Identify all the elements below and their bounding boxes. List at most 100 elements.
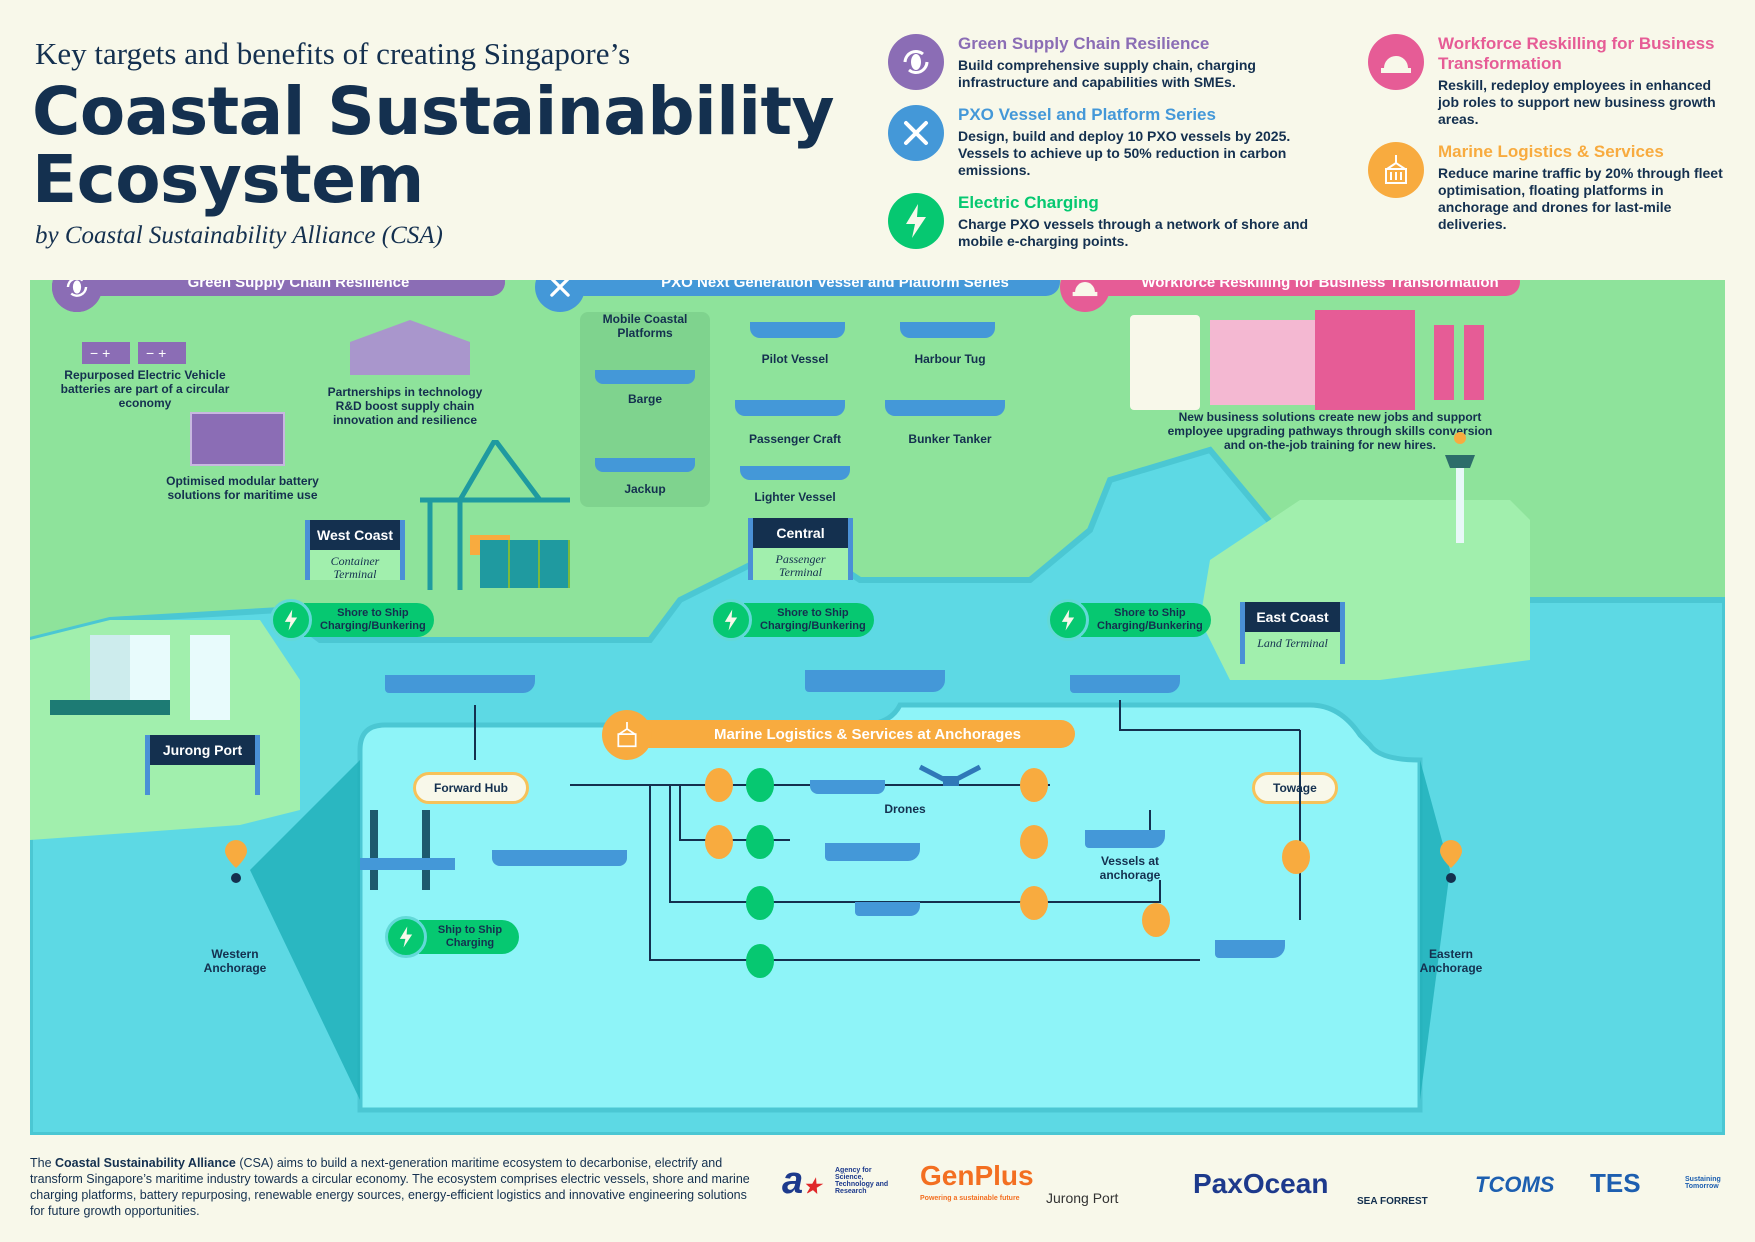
vessel-at-anchorage-icon bbox=[1085, 830, 1165, 848]
lighter-vessel-icon bbox=[740, 466, 850, 480]
paxocean-logo: PaxOcean bbox=[1193, 1168, 1329, 1199]
footer-lead: The bbox=[30, 1156, 56, 1170]
passenger-craft-icon bbox=[805, 670, 945, 692]
charging-label: Shore to Ship Charging/Bunkering bbox=[744, 603, 874, 637]
charging-label: Shore to Ship Charging/Bunkering bbox=[304, 603, 434, 637]
leaf-cycle-icon bbox=[888, 34, 944, 90]
svg-text:− +: − + bbox=[146, 345, 166, 361]
vessel-label: Pilot Vessel bbox=[761, 352, 829, 366]
lightning-icon bbox=[385, 916, 427, 958]
terminal-name: Jurong Port bbox=[150, 735, 255, 765]
lightning-chip-icon bbox=[746, 768, 774, 802]
container-chip-icon bbox=[1020, 825, 1048, 859]
legend-title: Electric Charging bbox=[958, 193, 1099, 212]
banner-marine: Marine Logistics & Services at Anchorage… bbox=[630, 720, 1075, 748]
charging-label: Ship to Ship Charging bbox=[419, 920, 519, 954]
control-tower-icon bbox=[1440, 430, 1480, 550]
harbour-tug-icon bbox=[1215, 940, 1285, 958]
lighter-vessel-icon bbox=[825, 843, 920, 861]
banner-pxo: PXO Next Generation Vessel and Platform … bbox=[570, 280, 1060, 296]
tes-logo: TES bbox=[1590, 1168, 1641, 1198]
workforce-caption: New business solutions create new jobs a… bbox=[1167, 410, 1493, 452]
battery-icon: − +− + bbox=[82, 336, 192, 371]
office-building-icon bbox=[1210, 320, 1320, 405]
terminal-sign-west-coast: West Coast Container Terminal bbox=[305, 520, 405, 581]
forward-hub-label: Forward Hub bbox=[413, 772, 529, 804]
vessel-label: Bunker Tanker bbox=[908, 432, 992, 446]
vessel-label: Lighter Vessel bbox=[754, 490, 836, 504]
flow-arrows bbox=[474, 700, 1301, 961]
container-chip-icon bbox=[705, 768, 733, 802]
container-chip-icon bbox=[1282, 840, 1310, 874]
towage-label: Towage bbox=[1252, 772, 1338, 804]
pilot-vessel-icon bbox=[750, 322, 845, 338]
platform-label: Barge bbox=[627, 392, 662, 406]
subtitle: Key targets and benefits of creating Sin… bbox=[35, 36, 631, 71]
modular-battery-icon bbox=[190, 412, 285, 466]
terminal-name: West Coast bbox=[310, 520, 400, 550]
shore-charging-east: Shore to Ship Charging/Bunkering bbox=[1047, 599, 1211, 641]
lightning-icon bbox=[270, 599, 312, 641]
legend-item-workforce: Workforce Reskilling for Business Transf… bbox=[1368, 34, 1728, 128]
barge-icon bbox=[595, 370, 695, 384]
shore-charging-central: Shore to Ship Charging/Bunkering bbox=[710, 599, 874, 641]
pilot-vessel-icon bbox=[855, 902, 920, 916]
legend-title: Marine Logistics & Services bbox=[1438, 142, 1664, 161]
terminal-type: Passenger Terminal bbox=[775, 552, 826, 579]
bunker-tanker-icon bbox=[885, 400, 1005, 416]
jackup-icon bbox=[595, 458, 695, 472]
legend-column-right: Workforce Reskilling for Business Transf… bbox=[1368, 34, 1728, 233]
genplus-logo: GenPlus bbox=[920, 1160, 1034, 1191]
tower-building-icon bbox=[1315, 310, 1415, 410]
genplus-tagline: Powering a sustainable future bbox=[920, 1195, 1020, 1202]
batteries-caption: Repurposed Electric Vehicle batteries ar… bbox=[60, 368, 230, 410]
terminal-name: East Coast bbox=[1245, 602, 1340, 632]
platforms-title: Mobile Coastal Platforms bbox=[602, 312, 688, 340]
container-crane-icon bbox=[602, 710, 652, 760]
lightning-icon bbox=[888, 193, 944, 249]
port-silos-icon bbox=[50, 625, 230, 720]
sea-forrest-logo: SEA FORREST bbox=[1357, 1196, 1428, 1207]
legend-title: PXO Vessel and Platform Series bbox=[958, 105, 1216, 124]
footer-bold: Coastal Sustainability Alliance bbox=[55, 1156, 236, 1170]
title-line-1: Coastal Sustainability bbox=[32, 73, 835, 150]
drone-icon bbox=[915, 762, 985, 792]
lightning-chip-icon bbox=[746, 944, 774, 978]
boat-icon bbox=[810, 780, 885, 794]
page-title: Coastal Sustainability Ecosystem bbox=[32, 73, 835, 218]
lightning-icon bbox=[1047, 599, 1089, 641]
map-pin-icon bbox=[1440, 840, 1462, 905]
tes-tagline: Sustaining Tomorrow bbox=[1685, 1176, 1721, 1190]
eastern-anchorage-label: Eastern Anchorage bbox=[1419, 947, 1483, 975]
ship-charging: Ship to Ship Charging bbox=[385, 916, 519, 958]
hard-hat-icon bbox=[1368, 34, 1424, 90]
shore-charging-west: Shore to Ship Charging/Bunkering bbox=[270, 599, 434, 641]
mobile-platforms-box bbox=[580, 312, 710, 507]
lighter-vessel-icon bbox=[385, 675, 535, 693]
banner-green-supply-label: Green Supply Chain Resilience bbox=[92, 280, 505, 296]
terminal-sign-central: Central Passenger Terminal bbox=[748, 518, 853, 580]
map-pin-icon bbox=[225, 840, 247, 905]
jurong-port-logo: Jurong Port bbox=[1046, 1190, 1119, 1206]
legend-item-pxo: PXO Vessel and Platform Series Design, b… bbox=[888, 105, 1328, 179]
containers-stack bbox=[480, 540, 570, 588]
vessel-label: Passenger Craft bbox=[748, 432, 842, 446]
lightning-chip-icon bbox=[746, 825, 774, 859]
banner-workforce: Workforce Reskilling for Business Transf… bbox=[1080, 280, 1520, 296]
workers-icon bbox=[1430, 315, 1490, 405]
legend-desc: Design, build and deploy 10 PXO vessels … bbox=[958, 128, 1291, 178]
platform-label: Jackup bbox=[624, 482, 666, 496]
title-line-2: Ecosystem bbox=[32, 141, 424, 218]
modular-caption: Optimised modular battery solutions for … bbox=[166, 474, 319, 502]
lightning-chip-icon bbox=[746, 886, 774, 920]
astar-label: Agency for Science, Technology and Resea… bbox=[835, 1167, 889, 1195]
container-chip-icon bbox=[1142, 903, 1170, 937]
legend-column-left: Green Supply Chain Resilience Build comp… bbox=[888, 34, 1328, 250]
astar-logo: a★ bbox=[782, 1160, 822, 1202]
western-anchorage-label: Western Anchorage bbox=[203, 947, 267, 975]
terminal-type: Container Terminal bbox=[330, 554, 380, 581]
jackup-icon bbox=[360, 810, 455, 890]
rnd-caption: Partnerships in technology R&D boost sup… bbox=[327, 385, 483, 427]
vessel-label: Harbour Tug bbox=[914, 352, 986, 366]
legend-item-green-supply: Green Supply Chain Resilience Build comp… bbox=[888, 34, 1328, 91]
